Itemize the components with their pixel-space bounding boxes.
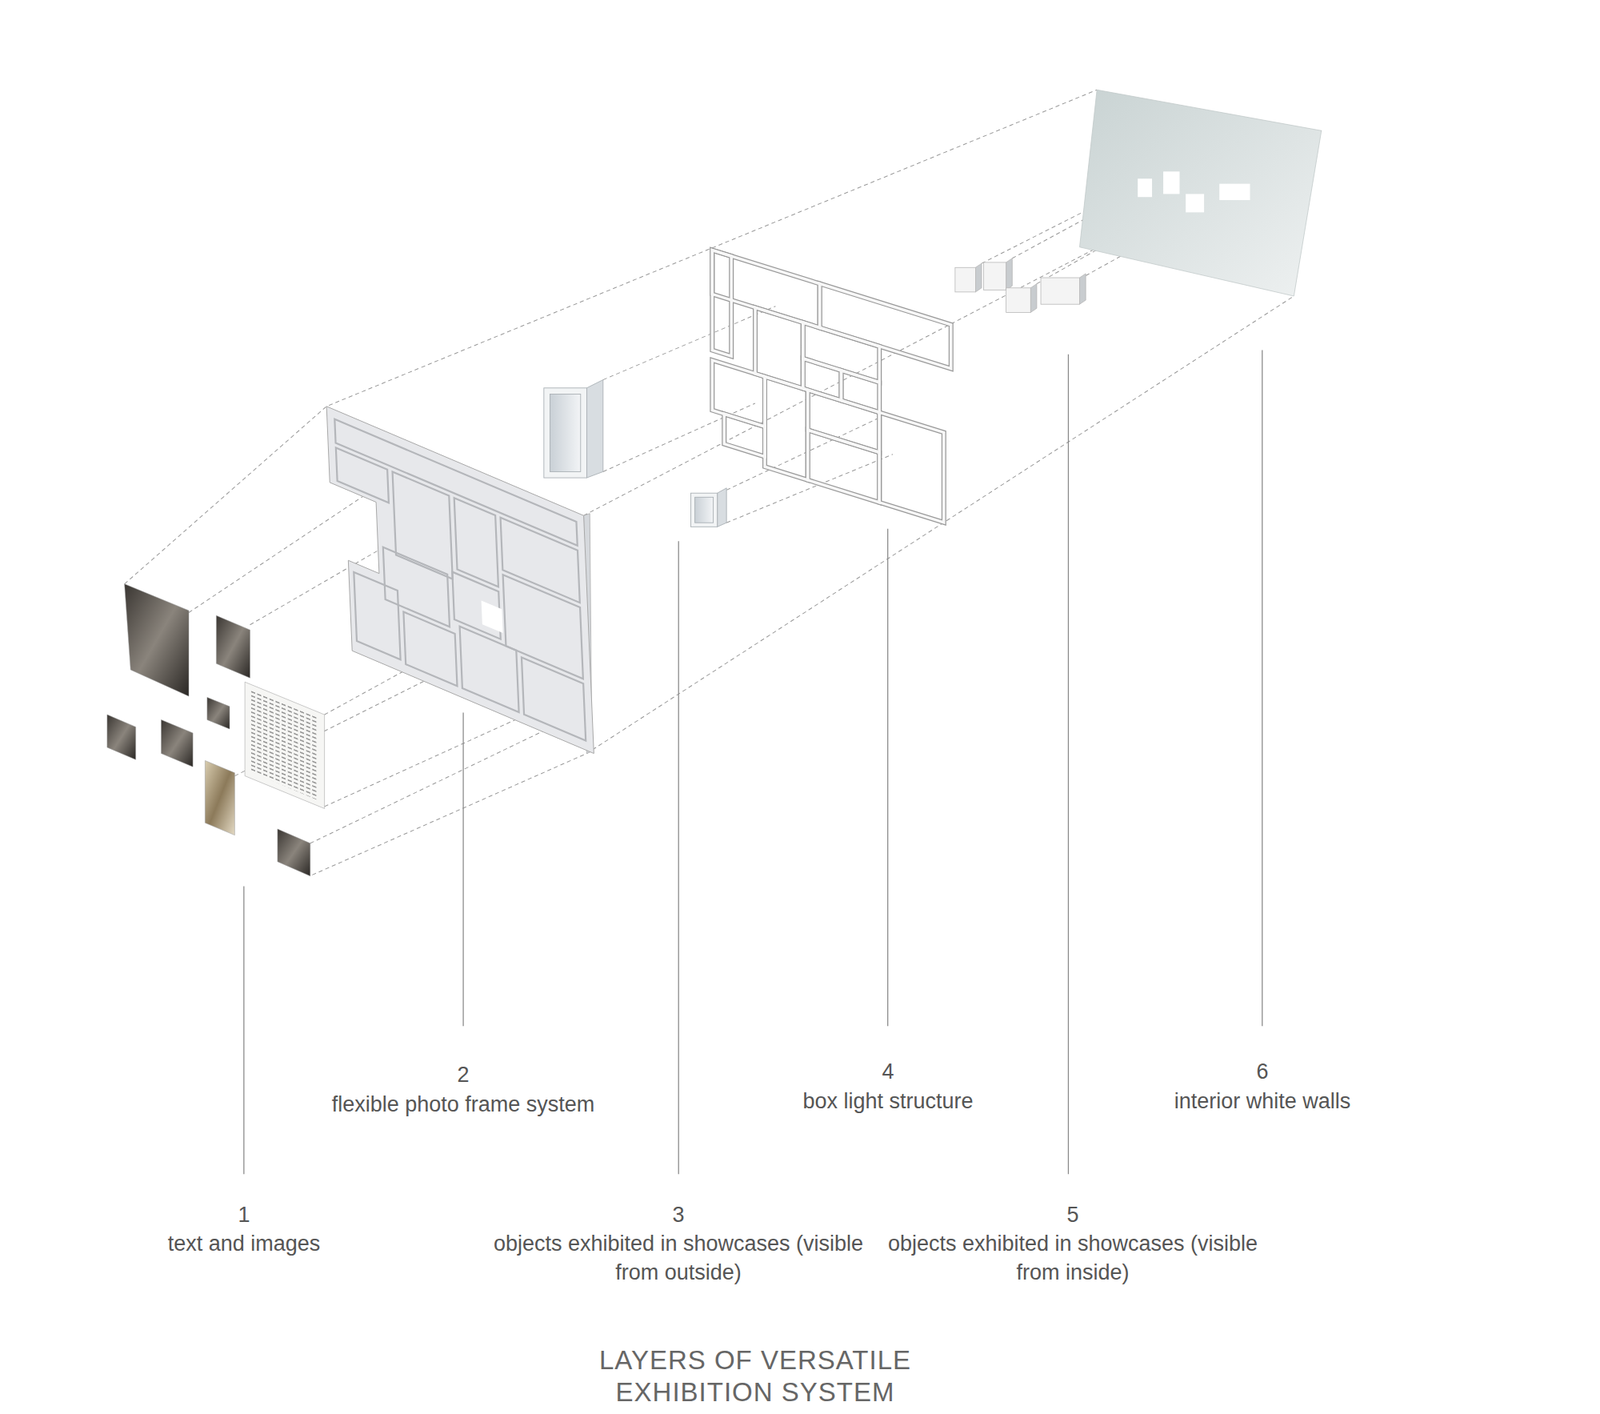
callout-number: 4 bbox=[840, 1056, 936, 1086]
callout-number: 6 bbox=[1214, 1056, 1311, 1086]
callout-number: 3 bbox=[630, 1200, 727, 1229]
outside-showcases bbox=[544, 380, 727, 528]
layer-label: flexible photo frame system bbox=[271, 1089, 656, 1119]
diagram-title: LAYERS OF VERSATILE EXHIBITION SYSTEM bbox=[539, 1344, 972, 1408]
projection-lines bbox=[124, 89, 1322, 875]
layer-label: text and images bbox=[108, 1228, 380, 1258]
leader-lines bbox=[244, 350, 1263, 1175]
callout-number: 1 bbox=[196, 1200, 292, 1229]
layer-label: objects exhibited in showcases (visible … bbox=[884, 1228, 1261, 1287]
layer-label: box light structure bbox=[736, 1086, 1040, 1116]
images-layer bbox=[107, 584, 325, 876]
callout-number: 2 bbox=[415, 1060, 512, 1089]
box-light-lattice bbox=[712, 250, 951, 525]
photo-frame-panel bbox=[326, 406, 594, 754]
layer-label: interior white walls bbox=[1110, 1086, 1415, 1116]
callout-number: 5 bbox=[1024, 1200, 1121, 1229]
interior-wall bbox=[1079, 89, 1321, 296]
inside-showcases bbox=[955, 258, 1086, 313]
layer-label: objects exhibited in showcases (visible … bbox=[490, 1228, 867, 1287]
